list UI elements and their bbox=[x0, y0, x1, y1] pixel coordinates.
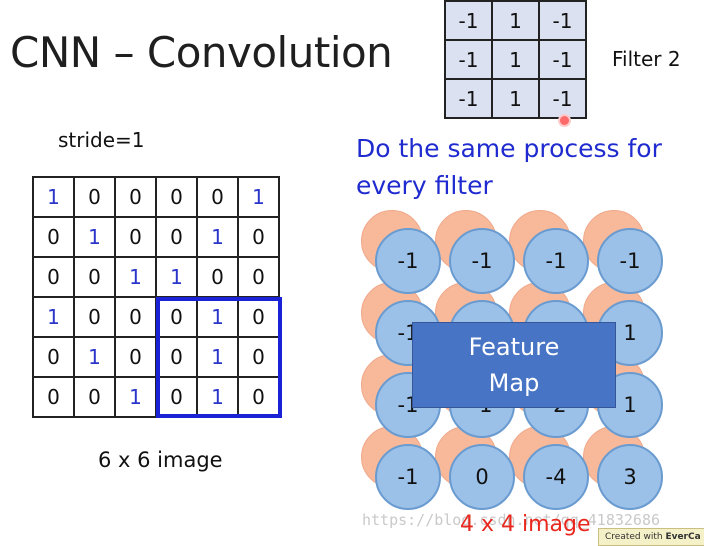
feature-map-label: Map bbox=[488, 369, 540, 397]
image-cell: 0 bbox=[32, 376, 75, 418]
filter-cell: -1 bbox=[538, 0, 587, 41]
feature-value-circle: -4 bbox=[523, 444, 589, 510]
filter-cell: -1 bbox=[444, 0, 493, 41]
badge-brand: EverCa bbox=[665, 532, 701, 542]
slide-title: CNN – Convolution bbox=[10, 28, 393, 77]
image-cell: 1 bbox=[155, 256, 198, 298]
receptive-field-highlight bbox=[156, 297, 282, 418]
image-cell: 0 bbox=[73, 296, 116, 338]
filter-cell: 1 bbox=[491, 39, 540, 80]
image-cell: 0 bbox=[114, 176, 157, 218]
image-cell: 0 bbox=[32, 216, 75, 258]
image-cell: 0 bbox=[237, 296, 280, 338]
filter-cell: -1 bbox=[444, 39, 493, 80]
image-cell: 0 bbox=[196, 176, 239, 218]
evercam-badge: Created with EverCa bbox=[598, 528, 704, 546]
filter-matrix: -1 1 -1 -1 1 -1 -1 1 -1 bbox=[444, 0, 587, 119]
feature-value-circle: -1 bbox=[449, 228, 515, 294]
filter-cell: 1 bbox=[491, 78, 540, 119]
image-cell: 0 bbox=[237, 376, 280, 418]
image-cell: 1 bbox=[114, 256, 157, 298]
image-cell: 0 bbox=[73, 256, 116, 298]
process-text-line: Do the same process for bbox=[356, 134, 662, 163]
image-cell: 1 bbox=[196, 216, 239, 258]
image-cell: 0 bbox=[73, 176, 116, 218]
image-cell: 1 bbox=[73, 216, 116, 258]
feature-value-circle: -1 bbox=[375, 444, 441, 510]
image-cell: 0 bbox=[32, 256, 75, 298]
watermark: https://blog.csdn.net/qq_41832686 bbox=[362, 511, 661, 529]
filter-cell: 1 bbox=[491, 0, 540, 41]
image-cell: 0 bbox=[114, 296, 157, 338]
image-cell: 0 bbox=[155, 216, 198, 258]
image-cell: 0 bbox=[237, 336, 280, 378]
image-cell: 0 bbox=[32, 336, 75, 378]
image-cell: 1 bbox=[32, 296, 75, 338]
feature-value-circle: 0 bbox=[449, 444, 515, 510]
image-cell: 1 bbox=[114, 376, 157, 418]
feature-value-circle: -1 bbox=[523, 228, 589, 294]
image-cell: 0 bbox=[114, 336, 157, 378]
feature-value-circle: 3 bbox=[597, 444, 663, 510]
image-cell: 0 bbox=[155, 296, 198, 338]
image-cell: 0 bbox=[196, 256, 239, 298]
stride-label: stride=1 bbox=[58, 128, 145, 152]
feature-map-label-box: Feature Map bbox=[412, 322, 616, 408]
image-cell: 1 bbox=[196, 336, 239, 378]
feature-value-circle: -1 bbox=[597, 228, 663, 294]
image-cell: 0 bbox=[73, 376, 116, 418]
filter-cell: -1 bbox=[538, 78, 587, 119]
badge-prefix: Created with bbox=[605, 532, 666, 542]
feature-map-label: Feature bbox=[468, 333, 560, 361]
map-caption: 4 x 4 image bbox=[460, 512, 591, 537]
image-cell: 0 bbox=[114, 216, 157, 258]
image-cell: 0 bbox=[237, 216, 280, 258]
image-cell: 1 bbox=[32, 176, 75, 218]
laser-pointer-dot bbox=[558, 114, 571, 127]
image-cell: 0 bbox=[155, 176, 198, 218]
image-cell: 1 bbox=[73, 336, 116, 378]
filter-label: Filter 2 bbox=[612, 47, 681, 71]
image-caption: 6 x 6 image bbox=[98, 448, 223, 472]
process-text: Do the same process for every filter bbox=[356, 130, 696, 204]
image-cell: 0 bbox=[237, 256, 280, 298]
filter-cell: -1 bbox=[538, 39, 587, 80]
feature-value-circle: -1 bbox=[375, 228, 441, 294]
process-text-line: every filter bbox=[356, 171, 493, 200]
input-image-matrix: 1 0 0 0 0 1 0 1 0 0 1 0 0 0 1 1 0 0 1 0 … bbox=[32, 176, 280, 418]
filter-cell: -1 bbox=[444, 78, 493, 119]
image-cell: 1 bbox=[237, 176, 280, 218]
